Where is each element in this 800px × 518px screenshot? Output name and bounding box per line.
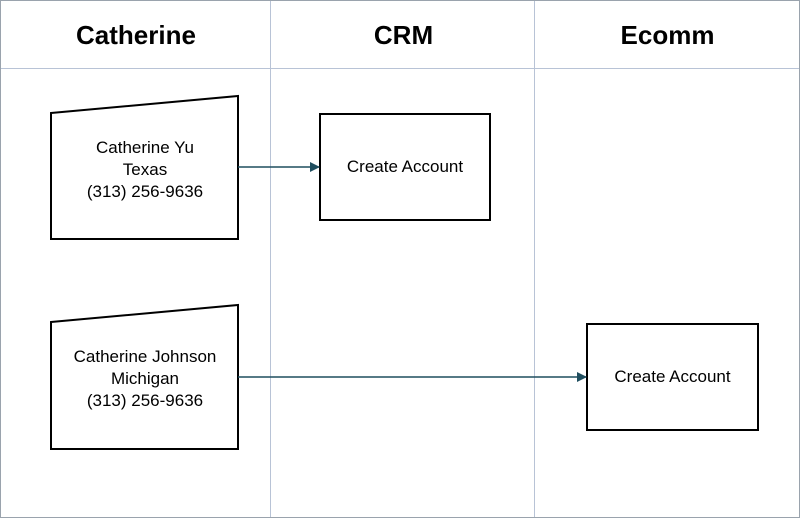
input-name: Catherine Yu: [96, 138, 194, 157]
lane-divider-2: [534, 1, 535, 517]
input-text-2: Catherine Johnson Michigan (313) 256-963…: [51, 334, 239, 424]
process-label-crm: Create Account: [346, 157, 464, 176]
input-state: Texas: [122, 160, 168, 179]
input-name: Catherine Johnson: [73, 347, 217, 366]
lane-header-ecomm: Ecomm: [620, 19, 715, 50]
input-phone: (313) 256-9636: [86, 182, 204, 201]
process-box-ecomm: [586, 323, 759, 431]
input-text-1: Catherine Yu Texas (313) 256-9636: [51, 125, 239, 215]
lane-divider-1: [270, 1, 271, 517]
lane-header-crm: CRM: [373, 19, 434, 50]
process-label-ecomm: Create Account: [614, 367, 731, 386]
lane-header-catherine: Catherine: [76, 19, 196, 50]
input-state: Michigan: [110, 369, 180, 388]
manual-input-shape-1: [50, 94, 239, 240]
header-divider: [1, 68, 799, 69]
process-box-crm: [319, 113, 491, 221]
manual-input-shape-2: [50, 303, 239, 450]
input-phone: (313) 256-9636: [86, 391, 204, 410]
